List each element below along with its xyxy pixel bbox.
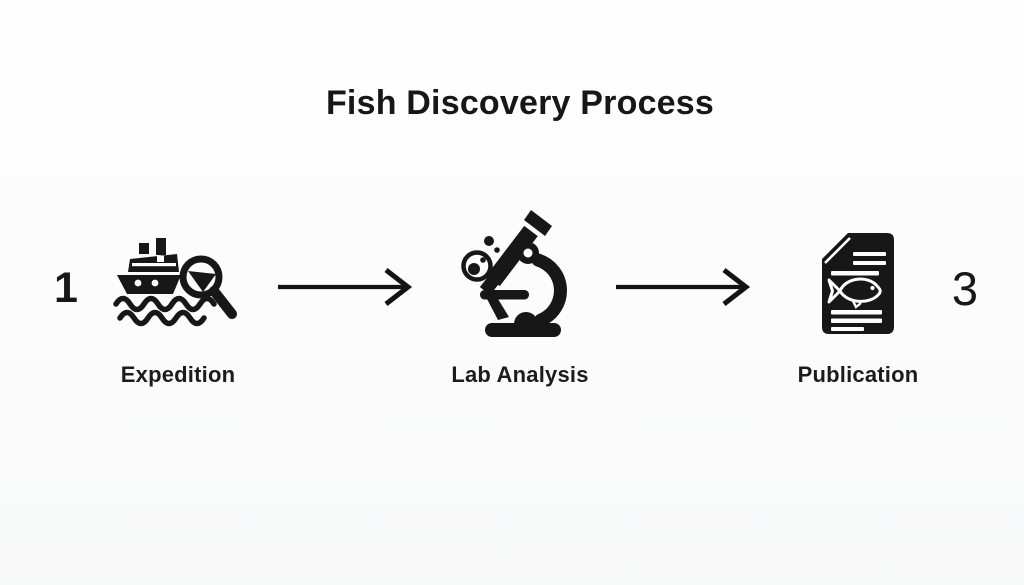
step-3-number: 3 — [951, 262, 979, 315]
step-2-label: Lab Analysis — [451, 362, 589, 387]
arrow-right-icon — [277, 265, 417, 314]
expedition-ship-magnifier-icon — [113, 228, 245, 345]
page-title: Fish Discovery Process — [325, 84, 715, 122]
microscope-icon — [452, 210, 576, 350]
step-1-number: 1 — [54, 264, 78, 312]
fish-document-icon — [818, 231, 895, 340]
step-3-label: Publication — [797, 362, 919, 387]
step-1-label: Expedition — [120, 362, 236, 387]
arrow-right-icon — [615, 265, 755, 314]
